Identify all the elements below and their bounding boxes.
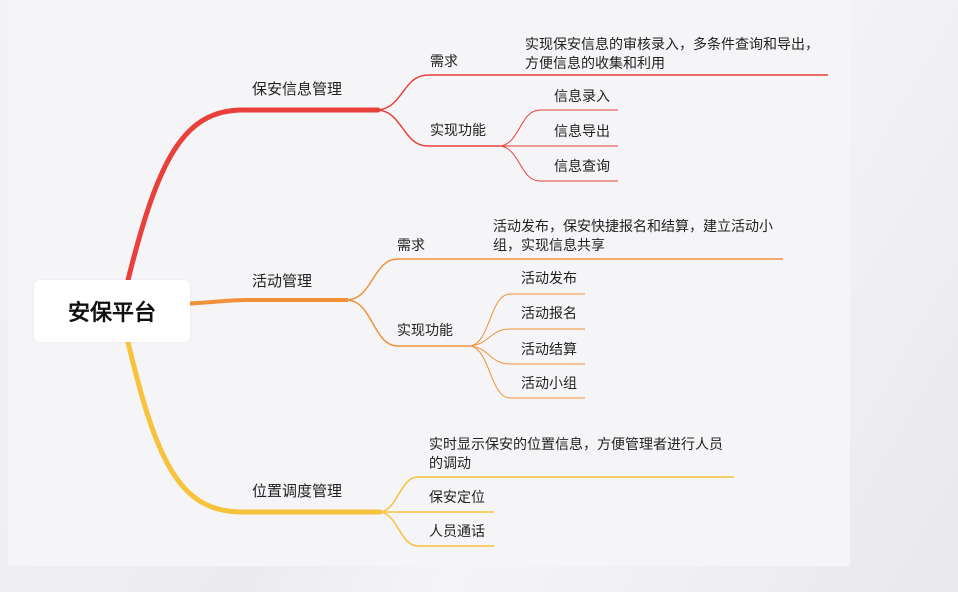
edge-b2-func: [347, 299, 470, 347]
b1-func-item-3[interactable]: 信息查询: [554, 159, 610, 175]
b2-func-item-4[interactable]: 活动小组: [521, 376, 577, 392]
branch-node-security-info[interactable]: 保安信息管理: [252, 80, 343, 98]
b2-func-item-2[interactable]: 活动报名: [521, 306, 577, 322]
b1-func-node[interactable]: 实现功能: [430, 123, 486, 139]
edge-b2-f4: [469, 345, 585, 399]
b1-need-detail[interactable]: 实现保安信息的审核录入，多条件查询和导出，方便信息的收集和利用: [525, 37, 819, 72]
edge-root-branch1: [125, 107, 381, 283]
b2-func-item-3[interactable]: 活动结算: [521, 342, 577, 358]
edge-b1-func: [377, 109, 500, 147]
branch-node-activity[interactable]: 活动管理: [252, 272, 313, 290]
b1-need-node[interactable]: 需求: [430, 54, 458, 70]
edge-b1-f3: [499, 145, 618, 182]
branch-node-dispatch[interactable]: 位置调度管理: [252, 482, 343, 500]
edge-b2-f1: [469, 293, 585, 347]
b2-func-item-1[interactable]: 活动发布: [521, 271, 577, 287]
b1-func-item-2[interactable]: 信息导出: [554, 124, 610, 140]
b3-item-call[interactable]: 人员通话: [429, 524, 485, 540]
edge-root-branch3: [125, 339, 383, 515]
b3-need-detail[interactable]: 实时显示保安的位置信息，方便管理者进行人员的调动: [429, 437, 723, 472]
edge-b2-f2: [469, 328, 585, 347]
edge-b2-need: [347, 258, 783, 301]
b3-item-locate[interactable]: 保安定位: [429, 490, 485, 506]
b1-func-item-1[interactable]: 信息录入: [554, 89, 610, 105]
connector-layer: [125, 74, 828, 547]
b2-need-detail[interactable]: 活动发布，保安快捷报名和结算，建立活动小组，实现信息共享: [493, 219, 773, 254]
edge-b1-f1: [499, 109, 618, 147]
b2-need-node[interactable]: 需求: [397, 238, 425, 254]
edge-b3-c3: [379, 511, 494, 547]
edge-b2-f3: [469, 345, 585, 365]
b2-func-node[interactable]: 实现功能: [397, 323, 453, 339]
edge-b3-c1: [379, 476, 734, 513]
edge-root-branch2: [181, 298, 348, 306]
edge-b1-need: [377, 74, 828, 111]
root-node[interactable]: 安保平台: [34, 280, 190, 342]
mindmap-canvas: 安保平台 保安信息管理 需求 实现保安信息的审核录入，多条件查询和导出，方便信息…: [8, 0, 850, 566]
